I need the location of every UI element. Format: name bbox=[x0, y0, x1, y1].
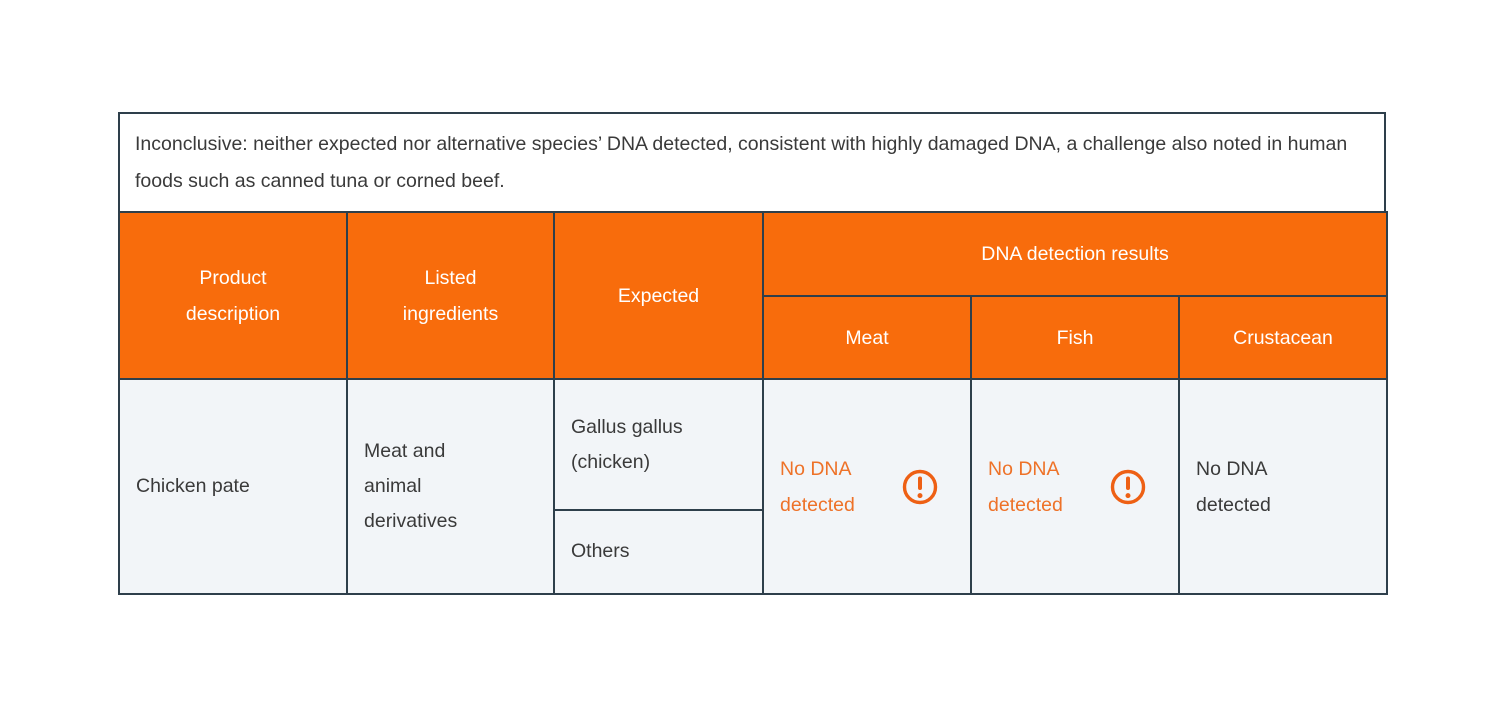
fish-result-text: No DNA detected bbox=[988, 457, 1063, 516]
col-header-expected: Expected bbox=[553, 211, 764, 380]
col-header-crustacean-label: Crustacean bbox=[1233, 326, 1333, 349]
col-header-meat: Meat bbox=[762, 295, 972, 380]
col-header-product-description-label: Product description bbox=[185, 266, 281, 325]
listed-ingredients-value: Meat and animal derivatives bbox=[364, 440, 458, 532]
warning-icon bbox=[902, 469, 938, 504]
expected-secondary-value: Others bbox=[571, 540, 630, 562]
col-header-product-description: Product description bbox=[118, 211, 348, 380]
cell-result-meat: No DNA detected bbox=[762, 378, 972, 595]
expected-primary-value: Gallus gallus (chicken) bbox=[571, 416, 683, 473]
dna-results-table: Product description Listed ingredients E… bbox=[118, 211, 1388, 595]
note-text: Inconclusive: neither expected nor alter… bbox=[135, 132, 1348, 192]
crustacean-result-text: No DNA detected bbox=[1196, 457, 1271, 516]
col-header-listed-ingredients: Listed ingredients bbox=[346, 211, 555, 380]
col-header-expected-label: Expected bbox=[617, 284, 700, 307]
cell-listed-ingredients: Meat and animal derivatives bbox=[346, 378, 555, 595]
cell-result-crustacean: No DNA detected bbox=[1178, 378, 1388, 595]
warning-icon bbox=[1110, 469, 1146, 504]
cell-result-fish: No DNA detected bbox=[970, 378, 1180, 595]
col-header-dna-detection-results: DNA detection results bbox=[762, 211, 1388, 297]
product-description-value: Chicken pate bbox=[136, 475, 250, 497]
col-header-meat-label: Meat bbox=[845, 326, 889, 349]
col-header-dna-detection-results-label: DNA detection results bbox=[981, 243, 1169, 265]
cell-expected: Gallus gallus (chicken) Others bbox=[553, 378, 764, 595]
col-header-listed-ingredients-label: Listed ingredients bbox=[402, 266, 499, 325]
expected-secondary-subcell: Others bbox=[555, 511, 762, 592]
meat-result-text: No DNA detected bbox=[780, 457, 855, 516]
inconclusive-note: Inconclusive: neither expected nor alter… bbox=[118, 112, 1386, 211]
col-header-fish: Fish bbox=[970, 295, 1180, 380]
col-header-crustacean: Crustacean bbox=[1178, 295, 1388, 380]
col-header-fish-label: Fish bbox=[1056, 326, 1094, 349]
table-row: Chicken pate Meat and animal derivatives… bbox=[118, 378, 1388, 595]
cell-product-description: Chicken pate bbox=[118, 378, 348, 595]
dna-report: Inconclusive: neither expected nor alter… bbox=[118, 112, 1388, 595]
expected-primary-subcell: Gallus gallus (chicken) bbox=[555, 381, 762, 511]
